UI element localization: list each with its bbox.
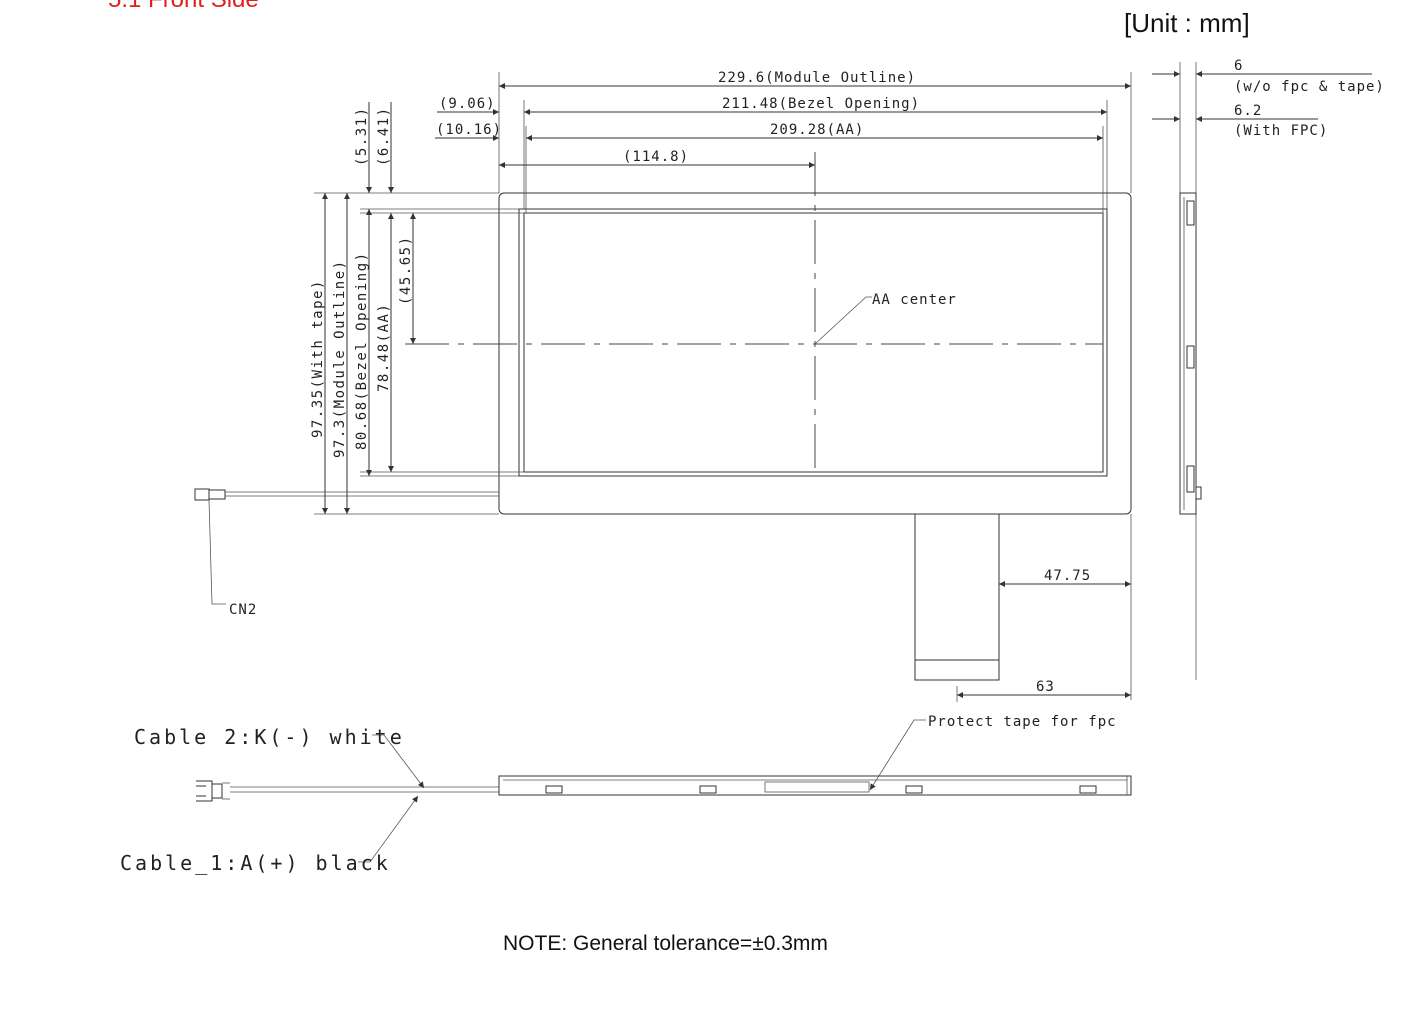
dim-fpc-right-offset: 47.75 (1044, 568, 1091, 584)
dim-aa-center-x: (114.8) (623, 149, 689, 165)
section-title: 5.1 Front Side (108, 0, 259, 14)
dim-thickness-with-fpc: 6.2 (1234, 103, 1262, 119)
dim-module-outline-width: 229.6(Module Outline) (718, 70, 916, 86)
dim-aa-height: 78.48(AA) (376, 303, 392, 392)
front-view: CN2 AA center (194, 152, 1132, 681)
dim-bezel-opening-width: 211.48(Bezel Opening) (722, 96, 920, 112)
dim-aa-width: 209.28(AA) (770, 122, 864, 138)
cable-connector-icon (196, 780, 223, 802)
bottom-view: Cable 2:K(-) white Cable_1:A(+) black Pr… (120, 714, 1132, 875)
cn2-label: CN2 (229, 602, 257, 618)
cable-1-label: Cable_1:A(+) black (120, 851, 391, 875)
dim-top-offset-2: (6.41) (376, 106, 392, 166)
dim-module-outline-height: 97.3(Module Outline) (332, 259, 348, 458)
dim-thickness-wo-fpc: 6 (1234, 58, 1243, 74)
dim-left-aa-offset: (10.16) (436, 122, 502, 138)
dim-thickness-wo-fpc-note: (w/o fpc & tape) (1234, 79, 1385, 95)
aa-center-label: AA center (872, 292, 957, 308)
protect-tape (764, 781, 870, 793)
vertical-dimensions: 97.35(With tape) 97.3(Module Outline) 80… (310, 102, 524, 515)
bottom-profile (498, 775, 1132, 796)
fpc-tail (914, 513, 1000, 681)
dim-bezel-opening-height: 80.68(Bezel Opening) (354, 251, 370, 450)
dim-with-tape-height: 97.35(With tape) (310, 279, 326, 438)
horizontal-dimensions: 229.6(Module Outline) 211.48(Bezel Openi… (435, 70, 1132, 213)
side-profile (1179, 192, 1197, 515)
active-area (523, 212, 1104, 473)
unit-label: [Unit : mm] (1124, 8, 1250, 38)
cn2-connector-icon (194, 488, 210, 501)
side-view: 6 (w/o fpc & tape) 6.2 (With FPC) (1152, 58, 1385, 680)
tolerance-note: NOTE: General tolerance=±0.3mm (503, 932, 828, 955)
bezel-opening (518, 208, 1108, 477)
dim-aa-center-y: (45.65) (398, 235, 414, 305)
protect-tape-label: Protect tape for fpc (928, 714, 1117, 730)
cable-2-label: Cable 2:K(-) white (134, 725, 405, 749)
dim-thickness-with-fpc-note: (With FPC) (1234, 123, 1328, 139)
aa-center-leader (814, 296, 872, 345)
dim-top-offset-1: (5.31) (354, 106, 370, 166)
fpc-dimensions: 47.75 63 (956, 514, 1132, 702)
dim-fpc-tape-offset: 63 (1036, 679, 1055, 695)
dim-left-bezel-offset: (9.06) (439, 96, 496, 112)
